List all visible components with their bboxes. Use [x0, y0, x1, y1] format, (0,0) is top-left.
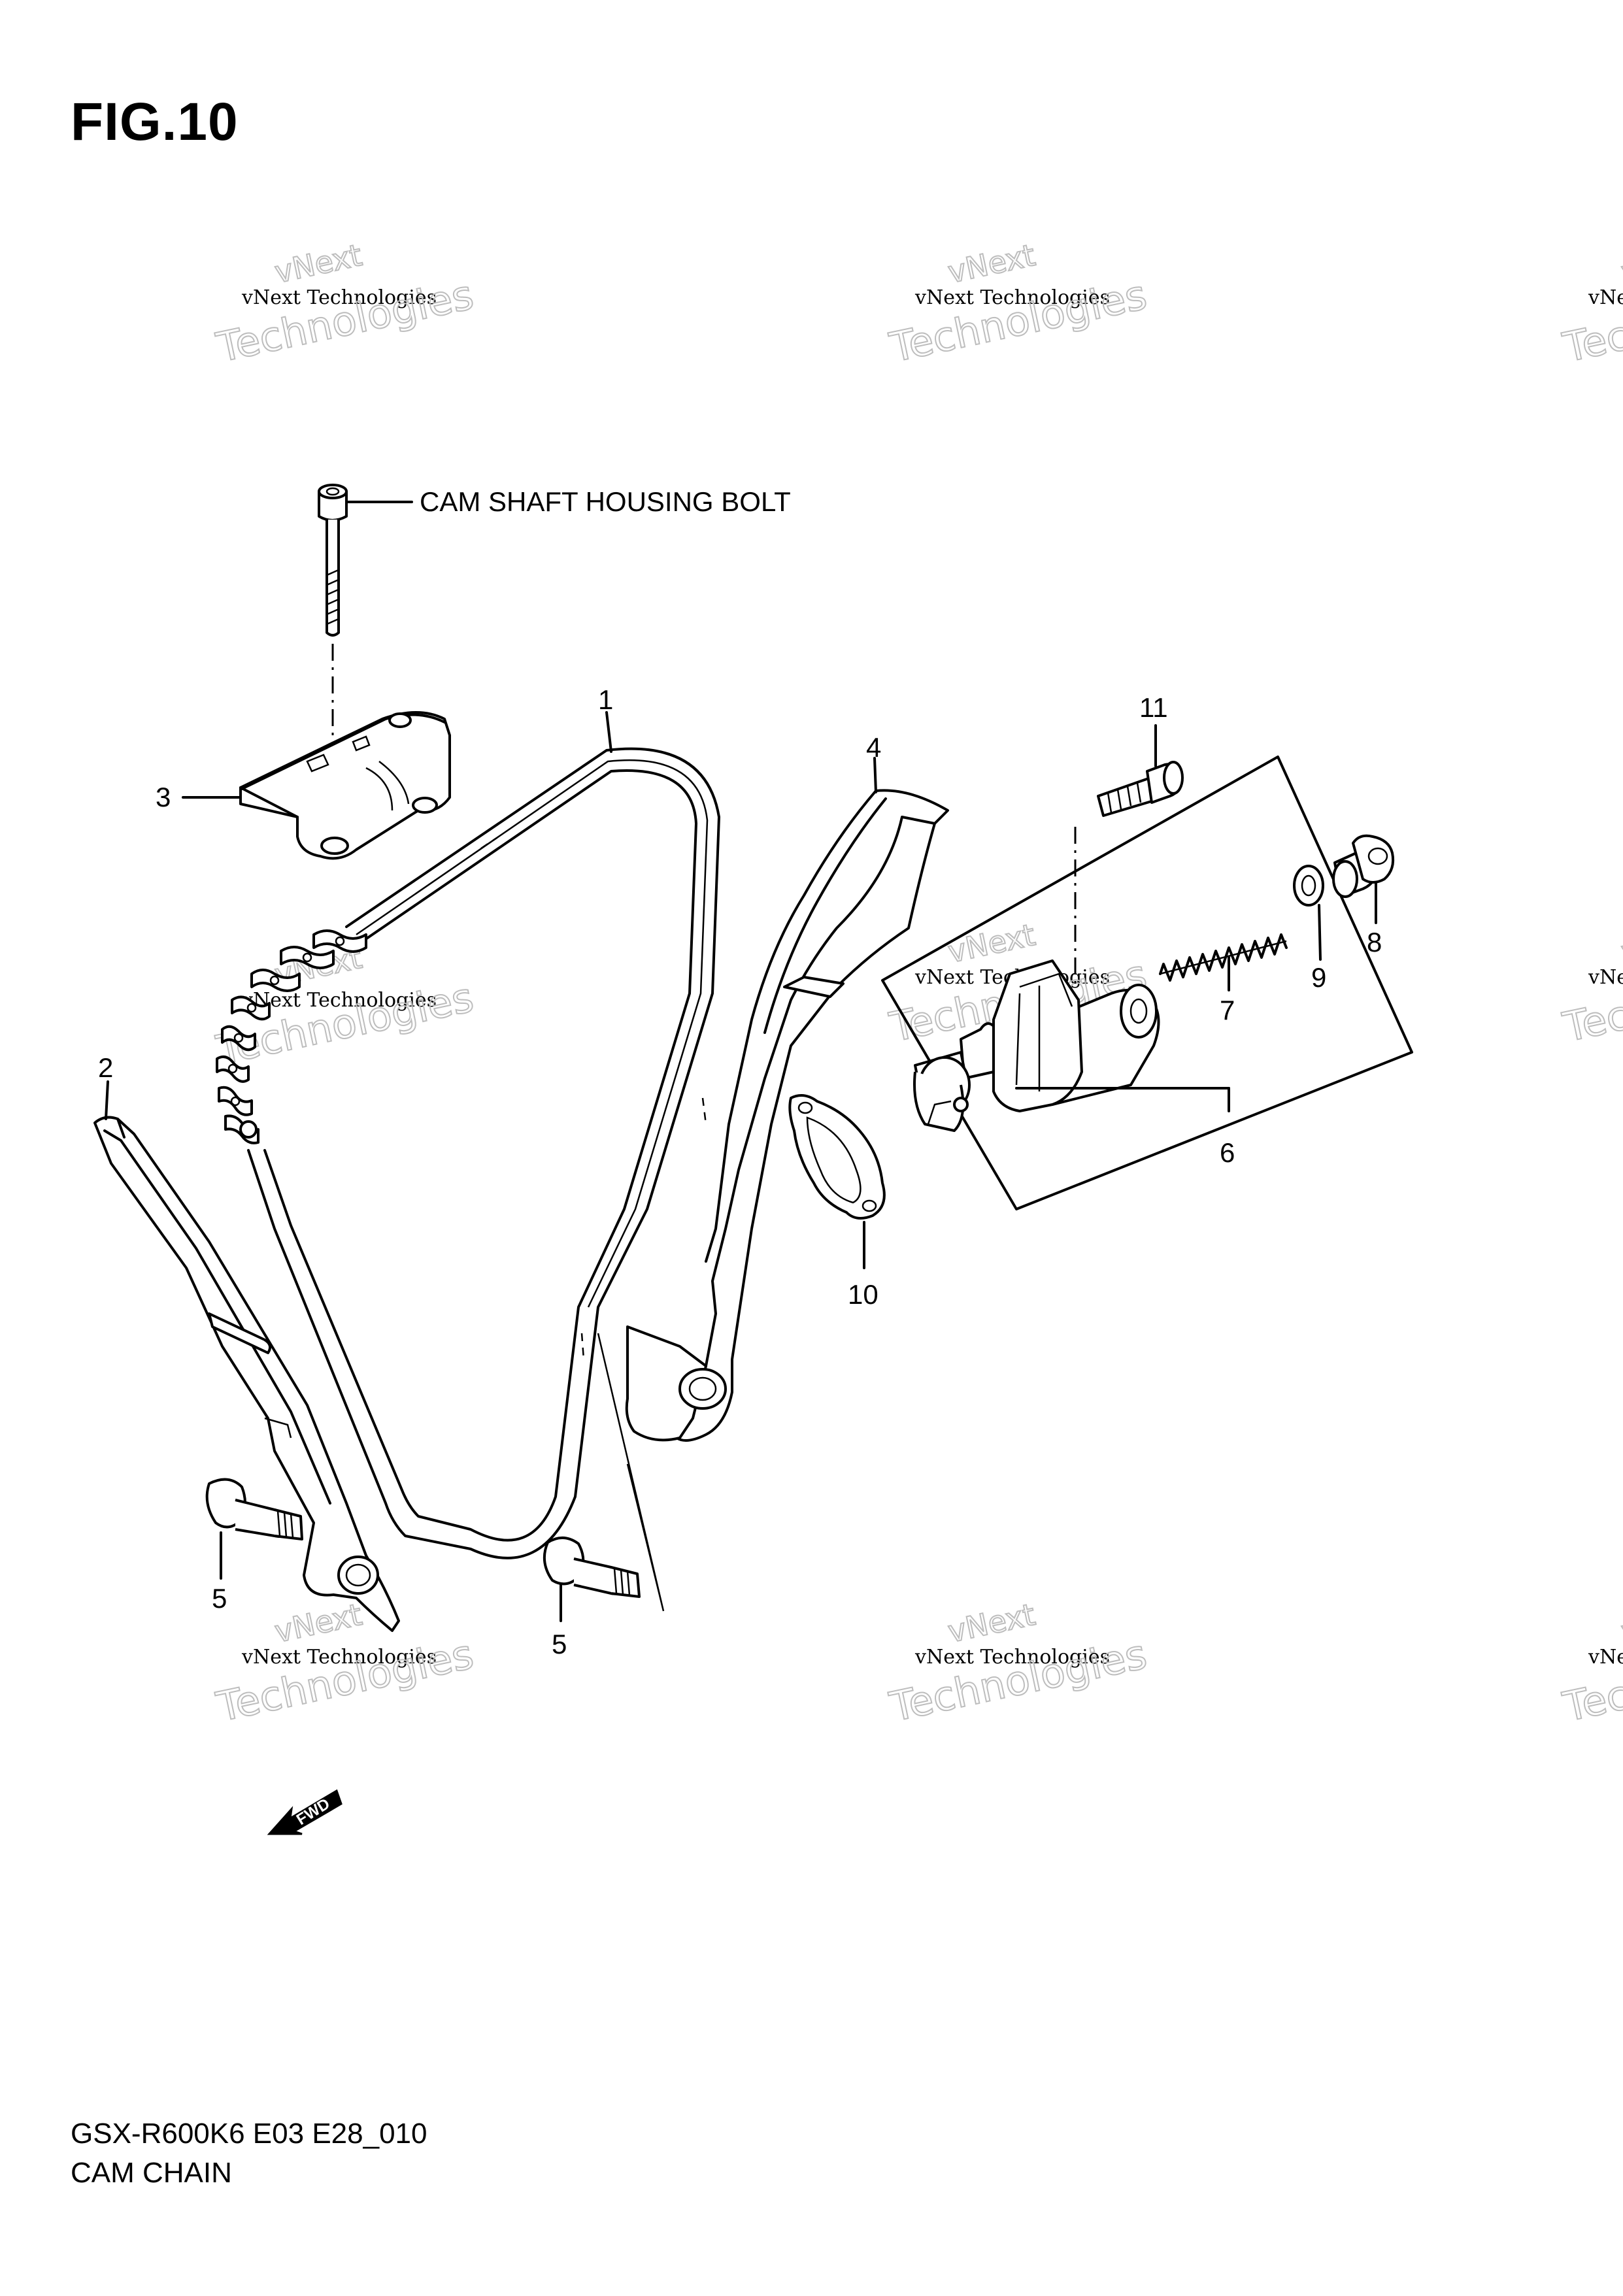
watermark-text: vNext Technologies [1588, 286, 1623, 309]
watermark-big-top: vNext [1618, 917, 1623, 970]
part-7-spring: 7 [1159, 933, 1288, 1025]
watermark-big-top: vNext [272, 1597, 365, 1650]
callout-1: 1 [598, 684, 613, 715]
callout-8: 8 [1367, 927, 1382, 957]
part-4-chain-guide: 4 [625, 732, 949, 1442]
watermark-text: vNext Technologies [241, 1646, 437, 1669]
part-10-gasket: 10 [788, 1094, 886, 1310]
callout-11: 11 [1139, 692, 1168, 723]
watermark-text: vNext Technologies [914, 1646, 1110, 1669]
chain-links [216, 929, 367, 1144]
part-6-tensioner-assembly: 6 [881, 756, 1413, 1210]
fwd-arrow-icon: FWD [267, 1789, 343, 1835]
callout-6: 6 [1220, 1137, 1235, 1168]
watermark-big-top: vNext [1618, 237, 1623, 290]
part-2-tensioner-guide: 2 [93, 1052, 400, 1632]
watermark-text: vNext Technologies [1588, 1646, 1623, 1669]
callout-3: 3 [156, 782, 171, 812]
watermark-big-top: vNext [945, 1597, 1039, 1650]
part-11-bolt: 11 [1074, 692, 1184, 990]
watermark-big-top: vNext [945, 237, 1039, 290]
part-1-cam-chain: 1 [216, 684, 720, 1559]
part-8-cap-bolt: 8 [1332, 834, 1395, 957]
watermark-text: vNext Technologies [241, 286, 437, 309]
cam-shaft-housing-bolt-part: CAM SHAFT HOUSING BOLT [318, 484, 791, 850]
callout-cam-shaft-housing-bolt: CAM SHAFT HOUSING BOLT [420, 486, 791, 517]
part-5-bolt-center: 5 [543, 1333, 665, 1659]
watermark-big-top: vNext [272, 237, 365, 290]
watermark-big-top: vNext [1618, 1597, 1623, 1650]
figure-title: FIG.10 [71, 92, 239, 152]
watermark-text: vNext Technologies [914, 286, 1110, 309]
callout-4: 4 [866, 732, 881, 763]
diagram-code: GSX-R600K6 E03 E28_010 [71, 2118, 427, 2150]
watermark-text: vNext Technologies [241, 989, 437, 1012]
callout-9: 9 [1311, 962, 1326, 993]
part-5-bolt-left: 5 [205, 1478, 303, 1614]
watermark-text: vNext Technologies [1588, 966, 1623, 989]
callout-2: 2 [98, 1052, 113, 1083]
callout-5-center: 5 [552, 1629, 567, 1659]
callout-10: 10 [848, 1279, 878, 1310]
diagram-name: CAM CHAIN [71, 2157, 232, 2189]
callout-7: 7 [1220, 995, 1235, 1025]
watermark-group: vNext vNext Technologies Technologies vN… [212, 237, 1623, 1732]
watermark-big-top: vNext [945, 917, 1039, 970]
part-9-washer: 9 [1293, 865, 1326, 993]
part-3-bracket: 3 [156, 711, 451, 860]
callout-5-left: 5 [212, 1583, 227, 1614]
